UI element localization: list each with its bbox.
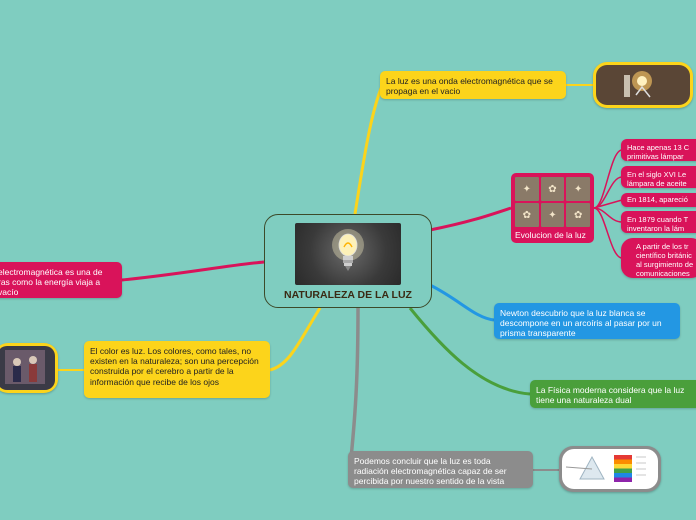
lamp-photo-icon[interactable] xyxy=(593,62,693,108)
central-topic[interactable]: NATURALEZA DE LA LUZ xyxy=(264,214,432,308)
node-evolucion-1[interactable]: Hace apenas 13 C primitivas lámpar xyxy=(621,139,696,161)
evolucion-label: Evolucion de la luz xyxy=(515,230,586,240)
node-evolucion-3[interactable]: En 1814, apareció xyxy=(621,193,696,207)
lamp-evolution-collage-icon: ✦✿✦ ✿✦✿ xyxy=(515,177,590,227)
light-bulb-icon xyxy=(295,223,401,285)
prism-spectrum-icon[interactable] xyxy=(559,446,661,492)
node-evolucion-2[interactable]: En el siglo XVI Le lámpara de aceite xyxy=(621,166,696,188)
people-photo-icon[interactable] xyxy=(0,343,58,393)
node-energia-electromagnetica[interactable]: electromagnética es una de ras como la e… xyxy=(0,262,122,298)
node-evolucion-4[interactable]: En 1879 cuando T inventaron la lám xyxy=(621,211,696,233)
node-conclusion[interactable]: Podemos concluir que la luz es toda radi… xyxy=(348,451,533,488)
node-fisica-moderna[interactable]: La Física moderna considera que la luz t… xyxy=(530,380,696,408)
node-onda-electromagnetica[interactable]: La luz es una onda electromagnética que … xyxy=(380,71,566,99)
node-newton[interactable]: Newton descubrio que la luz blanca se de… xyxy=(494,303,680,339)
node-evolucion-5[interactable]: A partir de los tr científico británic a… xyxy=(621,238,696,278)
node-evolucion[interactable]: ✦✿✦ ✿✦✿ Evolucion de la luz xyxy=(511,173,594,243)
node-color-es-luz[interactable]: El color es luz. Los colores, como tales… xyxy=(84,341,270,398)
central-title: NATURALEZA DE LA LUZ xyxy=(284,289,412,301)
